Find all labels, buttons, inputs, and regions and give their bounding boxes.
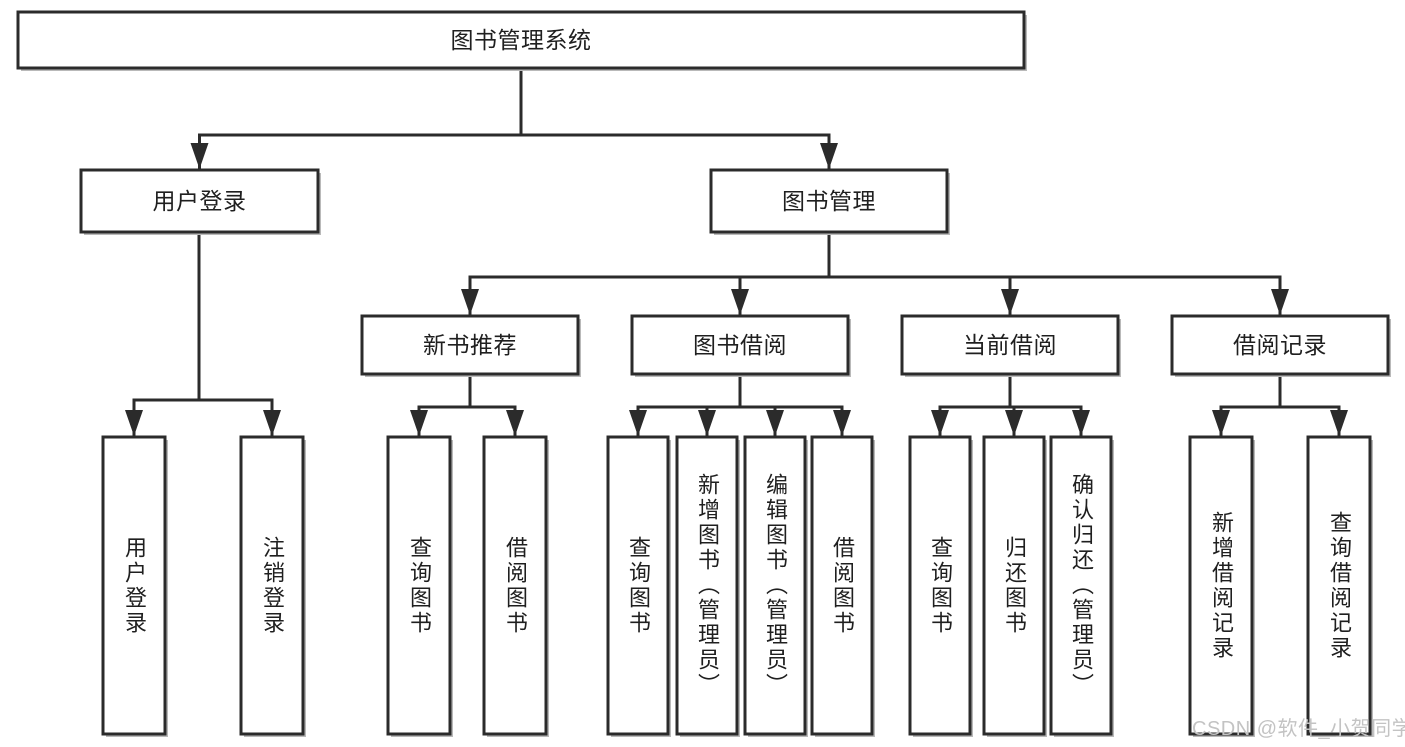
arrow-head xyxy=(1001,289,1019,315)
edge-record-to-leaves xyxy=(1212,372,1348,437)
arrow-head xyxy=(833,410,851,436)
node-box-leaf-borrow-book-2[interactable] xyxy=(810,435,874,736)
node-box-leaf-user-logout[interactable] xyxy=(239,435,305,736)
arrow-head xyxy=(263,410,281,436)
edge-newbook-to-leaves xyxy=(410,372,524,437)
edge-currentborrow-to-leaves xyxy=(931,372,1090,437)
edge-root-to-level2 xyxy=(190,66,838,170)
edge-bookborrow-to-leaves xyxy=(629,372,851,437)
node-box-book-management[interactable] xyxy=(709,168,949,234)
node-box-leaf-query-record[interactable] xyxy=(1306,435,1372,736)
arrow-head xyxy=(410,410,428,436)
arrow-head xyxy=(931,410,949,436)
node-box-leaf-edit-book[interactable] xyxy=(743,435,807,736)
boxes-layer xyxy=(16,10,1391,737)
arrow-head xyxy=(1271,289,1289,315)
edge-userlogin-to-leaves xyxy=(125,230,281,437)
arrow-head xyxy=(698,410,716,436)
node-box-current-borrow[interactable] xyxy=(900,314,1120,376)
arrow-head xyxy=(506,410,524,436)
watermark: CSDN @软件_小贺同学 xyxy=(1192,718,1405,740)
node-box-leaf-add-record[interactable] xyxy=(1188,435,1254,736)
node-box-leaf-confirm-return[interactable] xyxy=(1049,435,1113,736)
edges-layer xyxy=(125,66,1348,437)
arrow-head xyxy=(190,143,209,169)
node-box-leaf-query-book-2[interactable] xyxy=(606,435,670,736)
node-box-leaf-return-book[interactable] xyxy=(982,435,1046,736)
node-box-user-login[interactable] xyxy=(79,168,320,234)
arrow-head xyxy=(125,410,143,436)
arrow-head xyxy=(629,410,647,436)
node-box-leaf-query-book-3[interactable] xyxy=(908,435,972,736)
node-box-leaf-borrow-book-1[interactable] xyxy=(482,435,548,736)
node-box-leaf-add-book[interactable] xyxy=(675,435,739,736)
arrow-head xyxy=(766,410,784,436)
node-box-new-book-recommend[interactable] xyxy=(360,314,580,376)
node-box-root[interactable] xyxy=(16,10,1026,70)
node-box-leaf-query-book-1[interactable] xyxy=(386,435,452,736)
node-box-borrow-record[interactable] xyxy=(1170,314,1390,376)
arrow-head xyxy=(1072,410,1090,436)
arrow-head xyxy=(1330,410,1348,436)
arrow-head xyxy=(820,143,838,169)
node-box-book-borrow[interactable] xyxy=(630,314,850,376)
arrow-head xyxy=(461,289,479,315)
arrow-head xyxy=(731,289,749,315)
node-box-leaf-user-login[interactable] xyxy=(101,435,167,736)
edge-bookmgmt-to-level3 xyxy=(461,230,1289,316)
arrow-head xyxy=(1212,410,1230,436)
arrow-head xyxy=(1005,410,1023,436)
